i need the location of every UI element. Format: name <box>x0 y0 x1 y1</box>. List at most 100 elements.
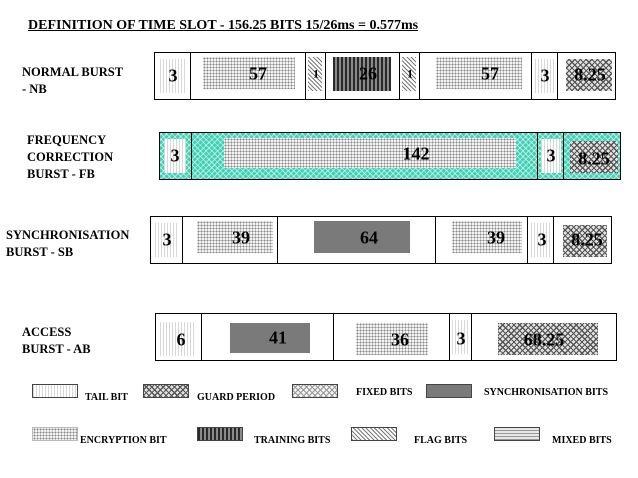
sb-encrypted-cell-2: 39 <box>436 217 528 263</box>
legend-encryption-bit-label: ENCRYPTION BIT <box>80 435 167 446</box>
fb-tail-fill-start <box>164 139 186 173</box>
sb-guard-cell: 8.25 <box>554 217 611 263</box>
nb-tail-bits-start: 3 <box>168 65 178 86</box>
nb-encrypted-fill-1 <box>203 57 295 89</box>
sb-tail-cell-end: 3 <box>528 217 554 263</box>
nb-guard-bits: 8.25 <box>574 64 606 85</box>
fb-tail-cell-start: 3 <box>160 133 192 179</box>
sb-encrypted-fill-1 <box>197 221 273 253</box>
legend-guard-period-swatch <box>143 384 189 398</box>
ab-label: ACCESS BURST - AB <box>22 324 91 358</box>
legend-tail-bit-swatch <box>32 384 78 398</box>
sb-tail-bits-start: 3 <box>162 229 172 250</box>
fb-guard-fill <box>570 141 618 173</box>
sb-label-line2: BURST - SB <box>6 245 74 259</box>
legend-tail-bit-label: TAIL BIT <box>85 392 128 403</box>
legend-mixed-bits-label: MIXED BITS <box>552 435 612 446</box>
nb-flag-bits-1: 1 <box>313 66 319 81</box>
nb-label-line2: - NB <box>22 82 47 96</box>
nb-tail-fill-start <box>160 59 186 93</box>
ab-tail-fill-end <box>452 320 470 354</box>
legend-training-bits-label: TRAINING BITS <box>254 435 331 446</box>
nb-flag-cell-2: 1 <box>400 53 420 99</box>
nb-label-line1: NORMAL BURST <box>22 65 124 79</box>
ab-encrypted-cell: 36 <box>334 314 450 360</box>
access-burst-bar: 6 41 36 3 68.25 <box>155 313 617 361</box>
ab-guard-fill <box>498 323 598 355</box>
nb-training-bits: 26 <box>359 63 377 84</box>
ab-tail-cell-start: 6 <box>156 314 202 360</box>
sb-sync-cell: 64 <box>278 217 436 263</box>
ab-sync-bits: 41 <box>269 327 287 348</box>
synchronisation-burst-bar: 3 39 64 39 3 8.25 <box>150 216 612 264</box>
legend-training-bits-swatch <box>197 427 243 441</box>
fb-tail-bits-start: 3 <box>170 145 180 166</box>
legend-fixed-bits-label: FIXED BITS <box>356 387 413 398</box>
legend-flag-bits-label: FLAG BITS <box>414 435 468 446</box>
sb-tail-cell-start: 3 <box>151 217 183 263</box>
sb-encrypted-bits-2: 39 <box>487 227 505 248</box>
ab-guard-cell: 68.25 <box>472 314 616 360</box>
fb-tail-bits-end: 3 <box>546 145 556 166</box>
sb-encrypted-bits-1: 39 <box>232 227 250 248</box>
fb-tail-cell-end: 3 <box>538 133 564 179</box>
fb-label: FREQUENCY CORRECTION BURST - FB <box>27 132 113 183</box>
sb-guard-bits: 8.25 <box>571 229 603 250</box>
normal-burst-bar: 3 57 1 26 1 57 3 8.25 <box>154 52 616 100</box>
nb-encrypted-bits-2: 57 <box>481 63 499 84</box>
ab-label-line1: ACCESS <box>22 325 72 339</box>
fb-tail-fill-end <box>541 139 561 173</box>
nb-guard-cell: 8.25 <box>558 53 615 99</box>
fb-fixed-bits: 142 <box>402 143 430 164</box>
diagram-title: DEFINITION OF TIME SLOT - 156.25 BITS 15… <box>28 18 419 33</box>
nb-training-cell: 26 <box>326 53 400 99</box>
ab-encrypted-fill <box>356 323 428 355</box>
fb-label-line1: FREQUENCY <box>27 133 107 147</box>
ab-tail-bits-end: 3 <box>456 328 466 349</box>
nb-tail-bits-end: 3 <box>540 65 550 86</box>
legend-fixed-bits-swatch <box>292 384 338 398</box>
fb-guard-bits: 8.25 <box>578 148 610 169</box>
legend-synchronisation-bits-swatch <box>426 384 472 398</box>
sb-tail-fill-start <box>155 223 177 257</box>
sb-label: SYNCHRONISATION BURST - SB <box>6 227 129 261</box>
nb-flag-fill-2 <box>402 57 416 91</box>
ab-sync-fill <box>230 323 310 353</box>
ab-encrypted-bits: 36 <box>391 329 409 350</box>
sb-encrypted-fill-2 <box>452 221 522 253</box>
ab-tail-cell-end: 3 <box>450 314 472 360</box>
ab-guard-bits: 68.25 <box>523 329 565 350</box>
legend-guard-period-label: GUARD PERIOD <box>197 392 276 403</box>
fb-guard-cell: 8.25 <box>564 133 620 179</box>
nb-label: NORMAL BURST - NB <box>22 64 123 98</box>
nb-encrypted-bits-1: 57 <box>249 63 267 84</box>
fb-fixed-cell: 142 <box>192 133 538 179</box>
fb-fixed-fill <box>224 138 516 168</box>
legend-flag-bits-swatch <box>351 427 397 441</box>
sb-sync-fill <box>314 221 410 253</box>
ab-sync-cell: 41 <box>202 314 334 360</box>
legend-synchronisation-bits-label: SYNCHRONISATION BITS <box>484 387 609 398</box>
nb-encrypted-cell-1: 57 <box>191 53 306 99</box>
nb-encrypted-cell-2: 57 <box>420 53 532 99</box>
nb-flag-cell-1: 1 <box>306 53 326 99</box>
ab-tail-bits-start: 6 <box>176 329 186 350</box>
nb-flag-bits-2: 1 <box>407 66 413 81</box>
nb-training-fill <box>333 57 391 91</box>
nb-tail-cell-end: 3 <box>532 53 558 99</box>
nb-encrypted-fill-2 <box>436 57 522 89</box>
ab-label-line2: BURST - AB <box>22 342 91 356</box>
sb-guard-fill <box>563 225 607 257</box>
sb-label-line1: SYNCHRONISATION <box>6 228 130 242</box>
nb-guard-fill <box>566 59 612 91</box>
nb-tail-fill-end <box>535 59 555 93</box>
nb-tail-cell-start: 3 <box>155 53 191 99</box>
sb-sync-bits: 64 <box>360 227 378 248</box>
sb-tail-fill-end <box>531 223 551 257</box>
legend-encryption-bit-swatch <box>32 427 78 441</box>
sb-tail-bits-end: 3 <box>537 229 547 250</box>
frequency-correction-burst-bar: 3 142 3 8.25 <box>159 132 621 180</box>
sb-encrypted-cell-1: 39 <box>183 217 278 263</box>
legend-mixed-bits-swatch <box>494 427 540 441</box>
ab-tail-fill-start <box>160 322 194 356</box>
